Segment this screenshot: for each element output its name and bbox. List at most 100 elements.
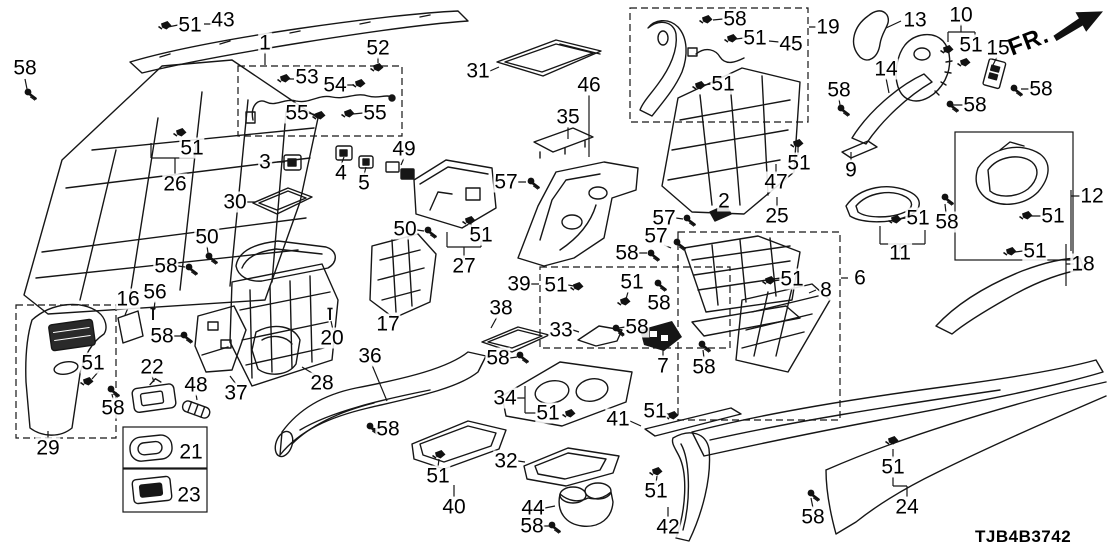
- group-box-dashed: [629, 7, 809, 123]
- part-callout-25: 25: [764, 204, 790, 228]
- part-callout-51: 51: [619, 270, 645, 294]
- part-callout-17: 17: [375, 312, 401, 336]
- part-callout-55: 55: [284, 101, 310, 125]
- part-4-switch: [335, 145, 353, 161]
- part-callout-34: 34: [492, 386, 518, 410]
- part-callout-5: 5: [357, 171, 371, 195]
- clip-icon: [277, 74, 291, 83]
- part-callout-58: 58: [12, 56, 38, 80]
- screw-icon: [647, 249, 660, 262]
- part-callout-48: 48: [183, 373, 209, 397]
- part-callout-47: 47: [763, 170, 789, 194]
- part-callout-46: 46: [576, 73, 602, 97]
- clip-icon: [462, 216, 476, 225]
- part-callout-58: 58: [1028, 77, 1054, 101]
- part-callout-56: 56: [142, 280, 168, 304]
- part-callout-40: 40: [441, 495, 467, 519]
- pin-icon: [150, 307, 156, 320]
- part-callout-41: 41: [605, 407, 631, 431]
- part-side-garnish: [691, 359, 1104, 457]
- part-callout-12: 12: [1079, 184, 1105, 208]
- screw-icon: [527, 177, 540, 190]
- part-callout-7: 7: [656, 354, 670, 378]
- part-callout-58: 58: [100, 396, 126, 420]
- part-13-loop: [852, 10, 889, 61]
- part-callout-27: 27: [451, 254, 477, 278]
- part-callout-51: 51: [958, 33, 984, 57]
- part-1-harness: [251, 94, 393, 121]
- part-callout-45: 45: [778, 32, 804, 56]
- part-callout-51: 51: [535, 401, 561, 425]
- part-44-cup-insert: [558, 491, 614, 527]
- part-callout-51: 51: [80, 351, 106, 375]
- part-callout-43: 43: [210, 8, 236, 32]
- part-callout-42: 42: [655, 515, 681, 539]
- part-45-cable: [695, 48, 745, 64]
- part-16-pad: [117, 310, 144, 344]
- part-callout-13: 13: [902, 8, 928, 32]
- part-callout-51: 51: [779, 267, 805, 291]
- part-27-box: [413, 159, 497, 229]
- part-callout-57: 57: [643, 224, 669, 248]
- part-49-connectors: [385, 161, 415, 180]
- part-20-armrest-frame: [229, 263, 339, 387]
- part-11-tray: [845, 186, 920, 223]
- part-callout-8: 8: [819, 278, 833, 302]
- screw-icon: [548, 521, 561, 534]
- part-callout-54: 54: [322, 73, 348, 97]
- part-callout-24: 24: [894, 495, 920, 519]
- part-9-pad: [841, 140, 878, 159]
- part-callout-51: 51: [1040, 204, 1066, 228]
- clip-icon: [1019, 211, 1033, 220]
- part-callout-51: 51: [880, 455, 906, 479]
- part-callout-50: 50: [194, 225, 220, 249]
- clip-icon: [790, 139, 804, 148]
- clip-icon: [762, 276, 776, 285]
- clip-icon: [80, 377, 94, 386]
- part-15-panel: [982, 58, 1007, 90]
- part-callout-14: 14: [873, 57, 899, 81]
- screw-icon: [205, 252, 218, 265]
- part-callout-33: 33: [548, 318, 574, 342]
- screw-icon: [673, 238, 686, 251]
- part-callout-31: 31: [465, 59, 491, 83]
- screw-icon: [180, 331, 193, 344]
- part-21-outlet: [129, 434, 173, 462]
- clip-icon: [724, 34, 738, 43]
- clip-icon: [699, 15, 713, 24]
- part-callout-32: 32: [493, 449, 519, 473]
- clip-icon: [1003, 247, 1017, 256]
- part-callout-58: 58: [153, 254, 179, 278]
- group-box-dashed: [237, 65, 403, 137]
- clip-icon: [649, 467, 663, 476]
- screw-icon: [654, 279, 667, 292]
- part-34-panel: [501, 361, 633, 427]
- part-42-garnish: [671, 432, 711, 542]
- clip-icon: [617, 297, 631, 306]
- group-box-dashed: [677, 231, 841, 421]
- part-callout-58: 58: [624, 315, 650, 339]
- part-callout-58: 58: [800, 505, 826, 529]
- clip-icon: [570, 282, 584, 291]
- part-callout-20: 20: [319, 326, 345, 350]
- part-callout-36: 36: [357, 344, 383, 368]
- part-callout-49: 49: [391, 137, 417, 161]
- part-callout-18: 18: [1070, 252, 1096, 276]
- part-22-outlet: [131, 378, 177, 413]
- part-callout-58: 58: [485, 346, 511, 370]
- part-41-strip: [644, 407, 742, 437]
- part-17-bracket: [369, 233, 437, 319]
- part-callout-21: 21: [178, 440, 204, 464]
- group-box-dashed: [15, 304, 117, 439]
- screw-icon: [807, 489, 820, 502]
- part-46-console-frame: [517, 161, 639, 267]
- screw-icon: [424, 226, 437, 239]
- part-callout-51: 51: [710, 72, 736, 96]
- part-callout-57: 57: [493, 170, 519, 194]
- leader-lines: [24, 18, 1080, 527]
- part-callout-51: 51: [177, 13, 203, 37]
- part-callout-58: 58: [519, 514, 545, 538]
- part-callout-19: 19: [815, 15, 841, 39]
